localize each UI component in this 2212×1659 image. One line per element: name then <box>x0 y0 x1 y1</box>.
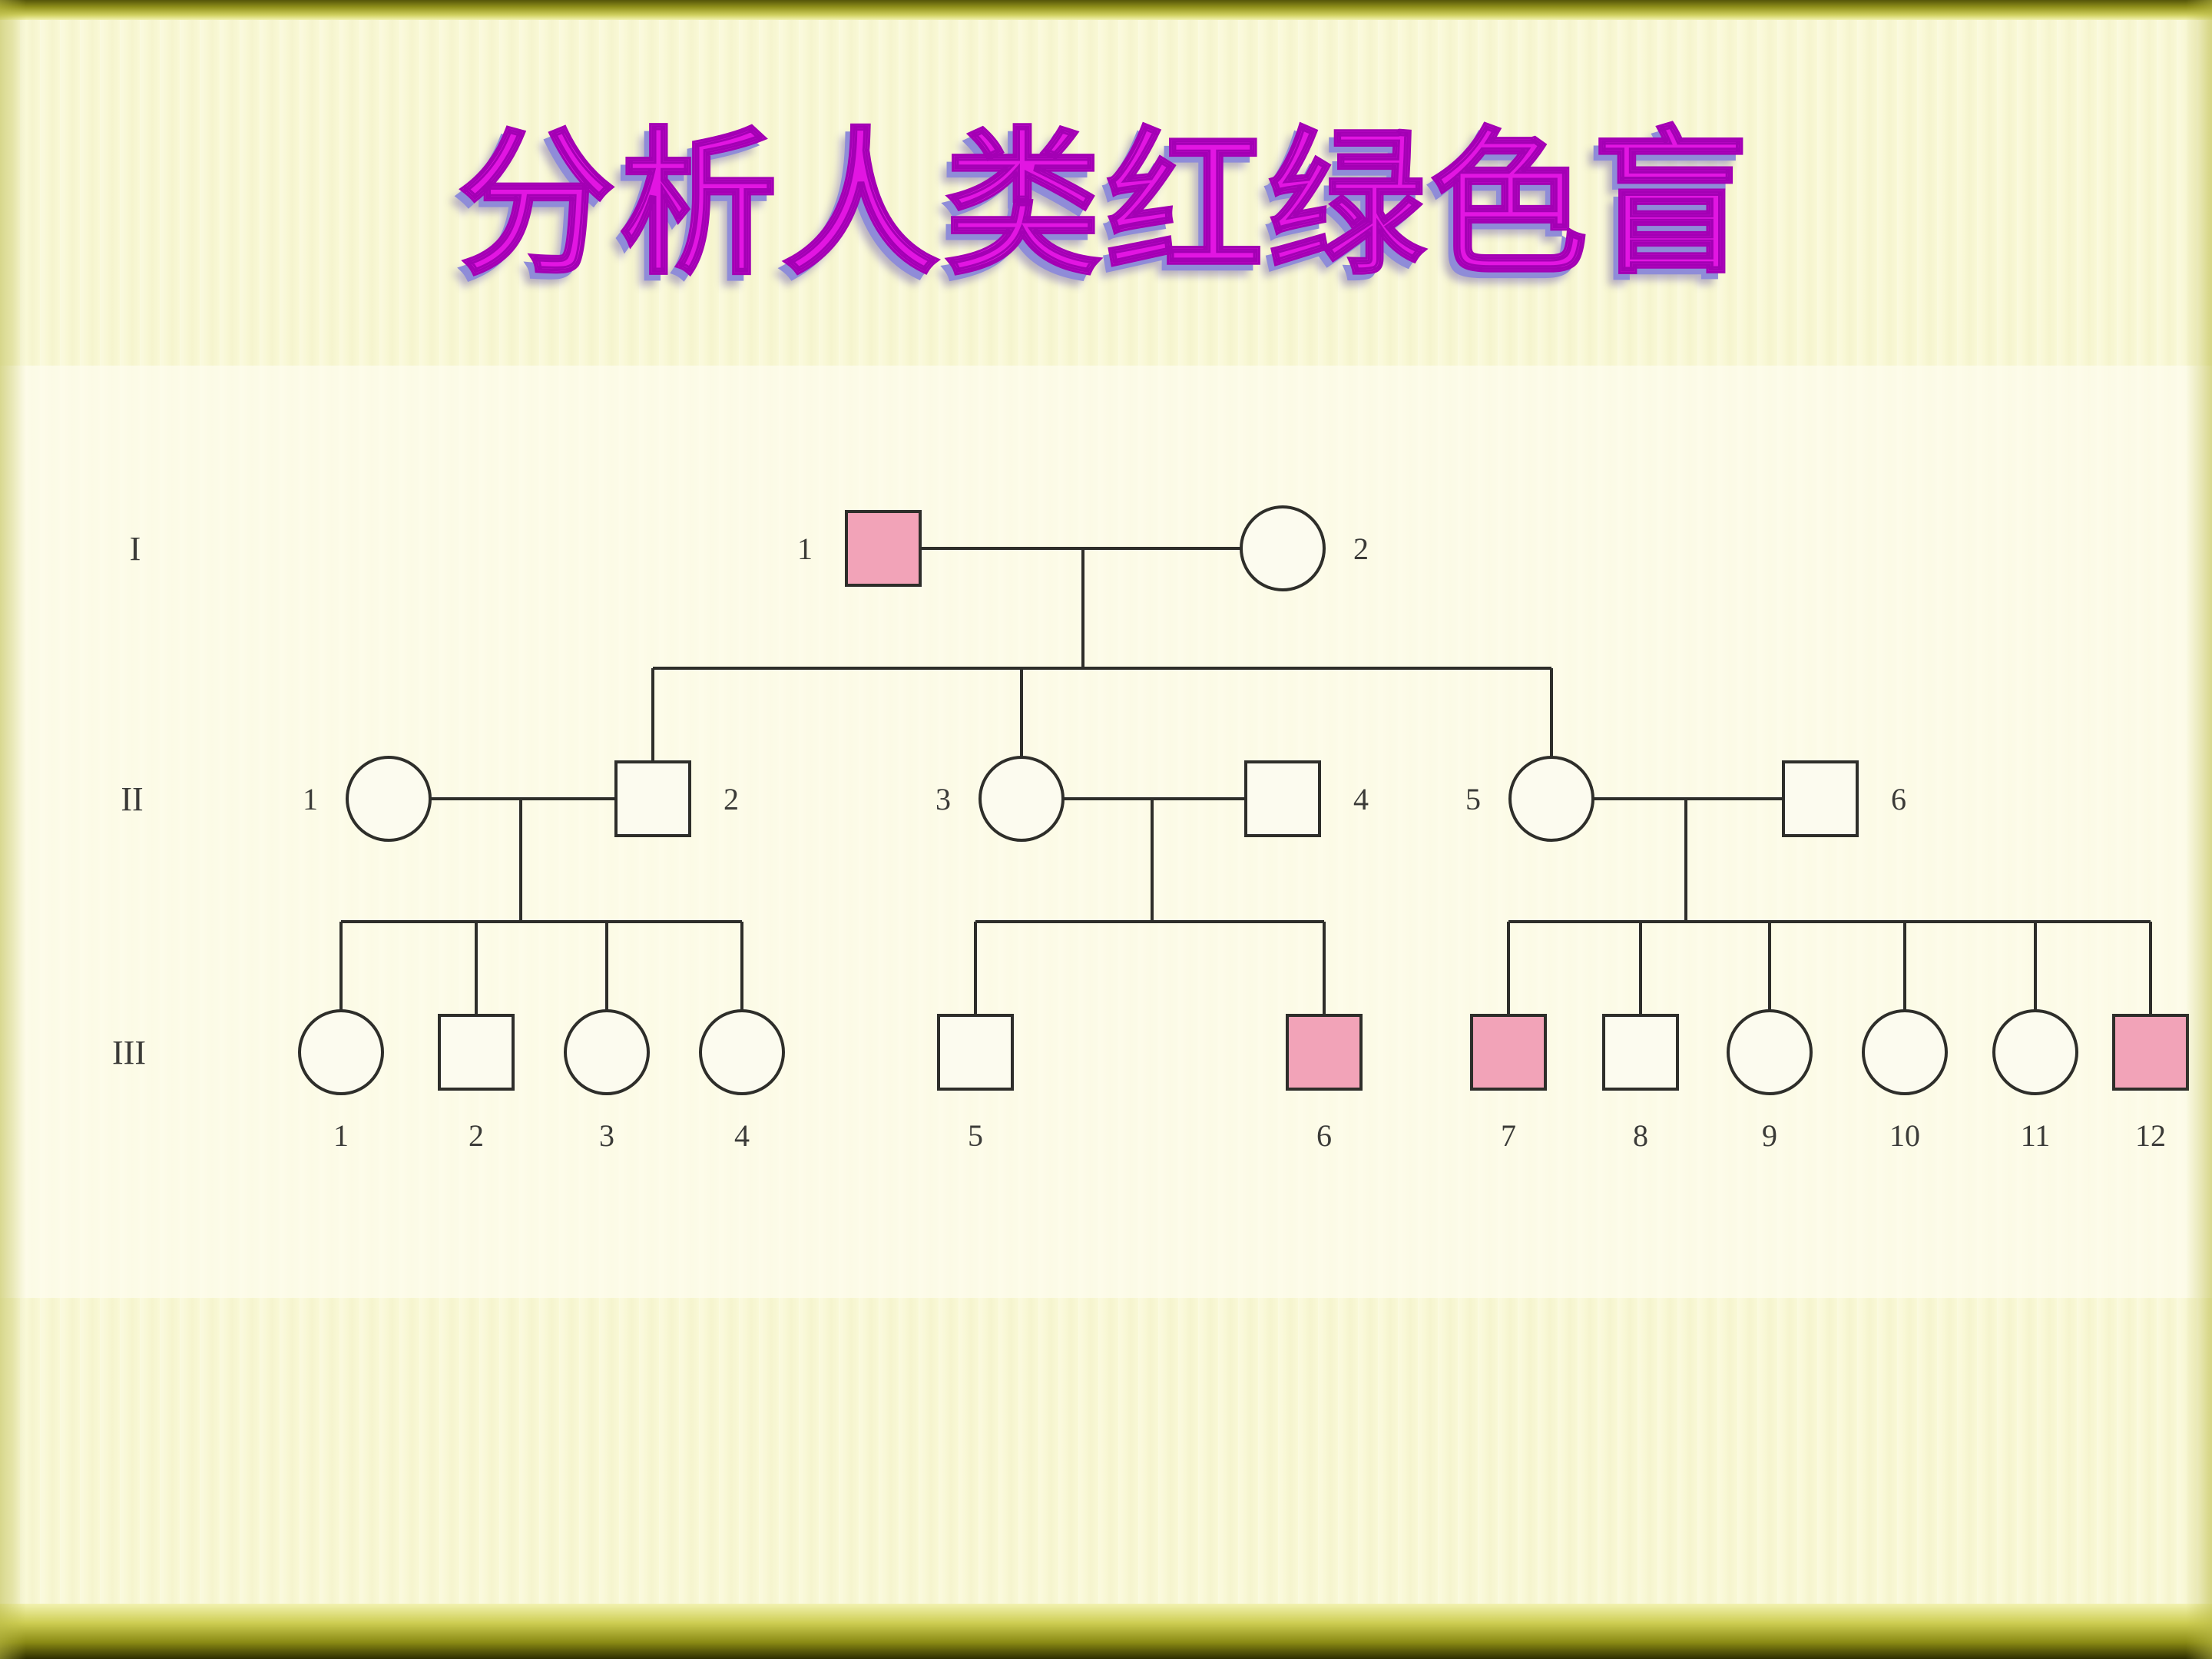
member-III-9 <box>1727 1009 1813 1095</box>
member-number-III-8: 8 <box>1633 1118 1648 1153</box>
member-number-III-5: 5 <box>968 1118 983 1153</box>
member-III-8 <box>1602 1014 1679 1091</box>
member-number-III-1: 1 <box>333 1118 349 1153</box>
top-border-bar <box>0 0 2212 20</box>
member-number-II-5: 5 <box>1465 782 1481 816</box>
generation-label-III: III <box>112 1034 146 1071</box>
slide-title: 分析人类红绿色盲 <box>457 116 1754 294</box>
member-number-III-12: 12 <box>2135 1118 2166 1153</box>
member-number-II-6: 6 <box>1891 782 1906 816</box>
generation-label-II: II <box>121 780 143 818</box>
member-III-11 <box>1992 1009 2078 1095</box>
member-number-III-11: 11 <box>2021 1118 2051 1153</box>
member-III-4 <box>699 1009 785 1095</box>
member-II-5 <box>1508 756 1594 842</box>
member-II-1 <box>346 756 432 842</box>
member-II-2 <box>614 760 691 837</box>
member-number-III-10: 10 <box>1889 1118 1920 1153</box>
left-border-bar <box>0 0 26 1659</box>
bottom-border-bar <box>0 1604 2212 1659</box>
member-number-III-4: 4 <box>734 1118 750 1153</box>
member-number-III-9: 9 <box>1762 1118 1777 1153</box>
member-I-2 <box>1240 505 1326 591</box>
member-II-3 <box>979 756 1065 842</box>
member-number-II-4: 4 <box>1353 782 1369 816</box>
member-I-1-affected <box>845 510 922 587</box>
member-III-2 <box>438 1014 515 1091</box>
member-number-I-2: 2 <box>1353 531 1369 566</box>
member-III-6-affected <box>1286 1014 1363 1091</box>
member-number-III-7: 7 <box>1501 1118 1516 1153</box>
member-number-III-6: 6 <box>1316 1118 1332 1153</box>
member-number-II-3: 3 <box>935 782 951 816</box>
generation-label-I: I <box>130 530 141 568</box>
member-III-3 <box>564 1009 650 1095</box>
member-number-III-3: 3 <box>599 1118 614 1153</box>
member-II-4 <box>1244 760 1321 837</box>
member-II-6 <box>1782 760 1859 837</box>
member-number-II-2: 2 <box>724 782 739 816</box>
member-number-I-1: 1 <box>797 531 813 566</box>
member-III-10 <box>1862 1009 1948 1095</box>
member-number-III-2: 2 <box>469 1118 484 1153</box>
member-number-II-1: 1 <box>303 782 318 816</box>
member-III-7-affected <box>1470 1014 1547 1091</box>
member-III-12-affected <box>2112 1014 2189 1091</box>
right-border-bar <box>2186 0 2212 1659</box>
member-III-1 <box>298 1009 384 1095</box>
member-III-5 <box>937 1014 1014 1091</box>
